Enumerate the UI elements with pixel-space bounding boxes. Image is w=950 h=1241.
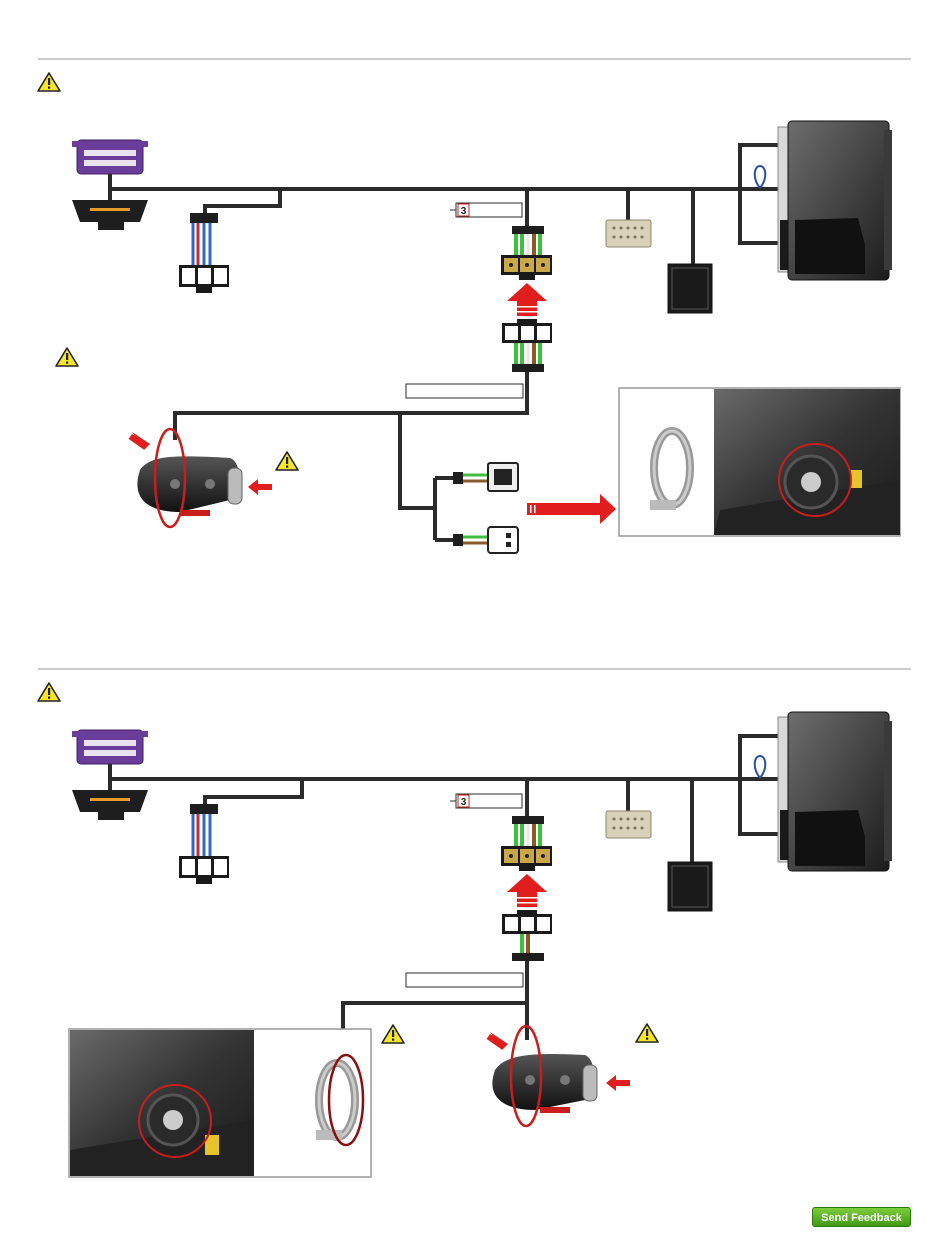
relay-box-icon [668, 264, 712, 313]
connector-number: 3 [461, 797, 467, 808]
send-feedback-button[interactable]: Send Feedback [812, 1207, 911, 1227]
warning-icon [38, 73, 60, 91]
three-pin-female-connector-icon [501, 846, 552, 871]
relay-box-icon [668, 862, 712, 911]
warning-icon [56, 348, 78, 366]
two-pin-plug-icon [488, 527, 518, 553]
three-pin-female-connector-icon [501, 255, 552, 280]
warning-icon [382, 1025, 404, 1043]
warning-icon [276, 452, 298, 470]
loop-icon [755, 756, 766, 778]
multi-pin-connector-icon [606, 220, 651, 247]
diagram-top: 3 [38, 59, 911, 553]
three-pin-male-connector-icon [502, 910, 552, 934]
warning-icon [636, 1024, 658, 1042]
obd-plug-icon [72, 790, 148, 820]
obd-connector-icon [72, 730, 148, 764]
three-pin-connector-icon [179, 856, 229, 884]
key-fob-icon [492, 1026, 597, 1126]
module-icon [778, 121, 892, 280]
ignition-photo-panel [69, 1029, 371, 1177]
two-pin-connector-icon [488, 463, 518, 491]
arrow-up-icon [507, 283, 547, 316]
multi-pin-connector-icon [606, 811, 651, 838]
arrow-icon [248, 479, 272, 495]
loop-icon [755, 166, 766, 188]
three-pin-connector-icon [179, 265, 229, 293]
arrow-right-icon [527, 494, 616, 524]
warning-icon [38, 683, 60, 701]
module-icon [778, 712, 892, 871]
ignition-photo-panel [619, 388, 900, 536]
three-pin-male-connector-icon [502, 319, 552, 343]
connector-number: 3 [461, 206, 467, 217]
wire-label-box [406, 973, 523, 987]
obd-plug-icon [72, 200, 148, 230]
arrow-icon [606, 1075, 630, 1091]
wire-label-box [406, 384, 523, 398]
obd-connector-icon [72, 140, 148, 174]
key-fob-icon [137, 429, 242, 527]
arrow-up-icon [507, 874, 547, 907]
diagram-bottom: 3 [38, 669, 911, 1177]
